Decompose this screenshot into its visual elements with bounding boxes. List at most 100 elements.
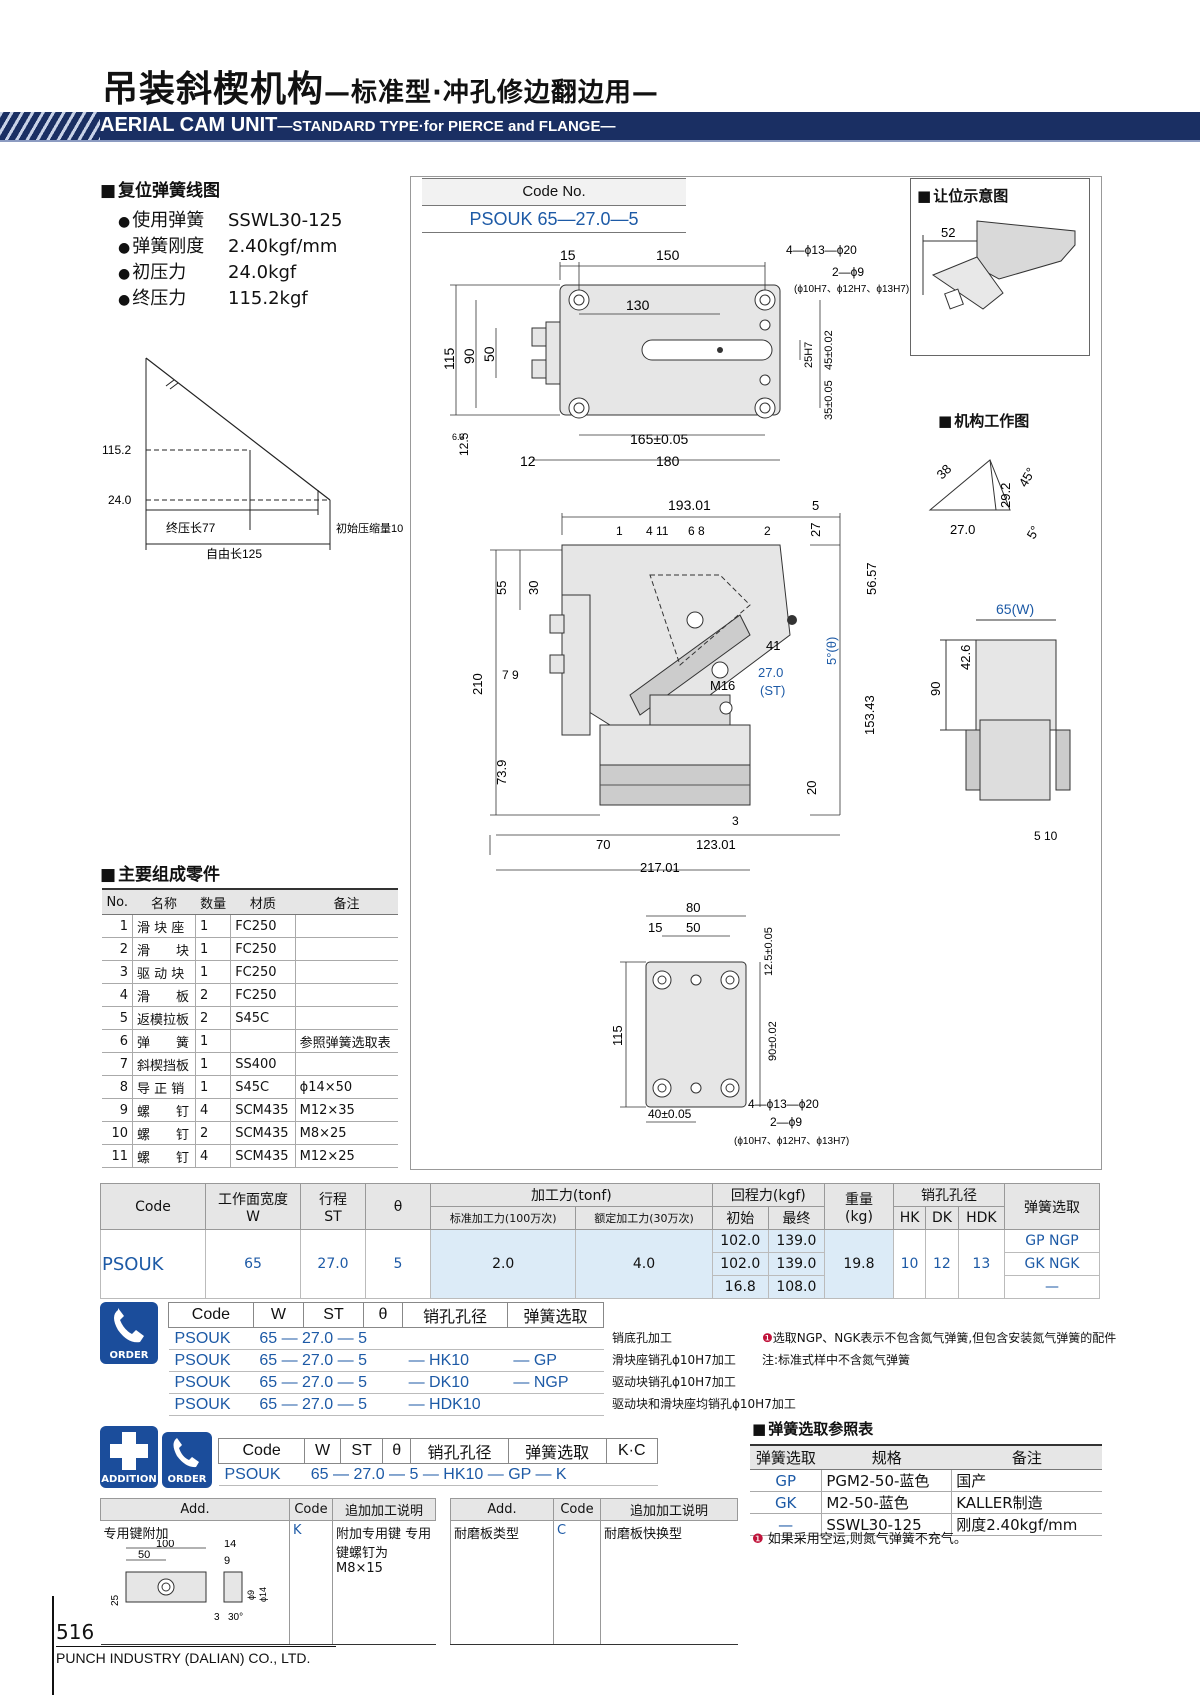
part-no-4-11: 4 11 [646,524,669,538]
parts-cell: 4 [195,1144,231,1168]
dim-12-5: 12.5 [457,432,471,456]
parts-cell: 1 [195,960,231,984]
dim-holes: 4—ϕ13—ϕ20 [786,243,857,257]
bot-dim-pins: 2—ϕ9 [770,1115,802,1129]
spec-st: 27.0 [300,1229,366,1299]
parts-cell: 2 [195,1006,231,1030]
add-proc-code-k: K [289,1520,333,1645]
spring-col-spec: 规格 [821,1444,952,1470]
drawing-frame [410,176,1102,1170]
warning-icon: ❶ [752,1532,764,1547]
y-label-115: 115.2 [102,443,131,457]
add-proc-col-code: Code [289,1498,333,1521]
parts-cell: 滑 块 [131,937,196,961]
spring-cell: KALLER制造 [951,1491,1102,1514]
addition-table: Code W ST θ 销孔孔径 弹簧选取 K·C PSOUK 65 — 27.… [217,1438,658,1486]
order-note-4: 驱动块和滑块座均销孔ϕ10H7加工 [612,1397,796,1411]
key-dim-3: 3 [214,1612,220,1623]
spec-h-r1: 初始 [711,1206,769,1230]
add-col-theta: θ [382,1438,412,1464]
parts-cell: 返模拉板 [131,1006,196,1030]
key-dim-100: 100 [156,1540,174,1550]
dim-115: 115 [441,347,457,370]
parts-cell: M8×25 [294,1121,398,1145]
parts-cell: FC250 [230,983,296,1007]
parts-cell: SCM435 [230,1121,296,1145]
add-col-spring: 弹簧选取 [507,1438,607,1464]
dim-5: 5 [812,498,819,513]
mechanism-drawing: 38 29.2 45° 27.0 5° 65(W) 42.6 90 5 10 [928,459,1071,843]
key-dim-25: 25 [110,1594,121,1606]
dim-41: 41 [766,638,780,653]
spec-h-code: Code [100,1183,206,1230]
order-cell [507,1327,604,1350]
spring-cell: GK [750,1491,822,1514]
order-col-spring: 弹簧选取 [506,1302,605,1328]
spec-ret-0-final: 139.0 [767,1229,825,1253]
parts-cell: 2 [195,983,231,1007]
title-band [0,112,1200,140]
mech-dim-38: 38 [934,461,955,482]
order-note-standard: 注:标准式样中不含氮气弹簧 [762,1353,911,1367]
parts-cell: S45C [230,1075,296,1099]
spec-ret-1-final: 139.0 [767,1252,825,1276]
order-col-w: W [252,1302,305,1328]
mech-dim-27: 27.0 [950,522,975,537]
order-col-theta: θ [362,1302,404,1328]
order-note-2: 滑块座销孔ϕ10H7加工 [612,1353,736,1367]
dim-50: 50 [481,346,497,362]
bottom-view-drawing: 80 15 50 12.5±0.05 115 90±0.02 40±0.05 4… [610,900,849,1147]
parts-cell: SCM435 [230,1098,296,1122]
spring-cell: — [750,1513,822,1536]
dim-27: 27 [808,523,823,537]
parts-cell [294,960,398,984]
spec-weight: 19.8 [823,1229,894,1299]
parts-cell: FC250 [230,937,296,961]
plus-icon [110,1432,148,1470]
initial-compression-label: 初始压缩量10 [336,521,403,535]
parts-cell: 滑 块 座 [131,914,196,938]
parts-cell [294,983,398,1007]
spec-theta: 5 [365,1229,431,1299]
spring-cell: 刚度2.40kgf/mm [951,1513,1102,1536]
spec-h-f1: 标准加工力(100万次) [429,1206,577,1230]
dim-m16: M16 [710,678,735,693]
dim-stroke: 27.0 [758,665,783,680]
spring-graph: 115.2 24.0 终压长77 初始压缩量10 自由长125 [102,357,403,560]
spring-col-remark: 备注 [951,1444,1102,1470]
page-number: 516 [56,1620,95,1644]
band-hatch [0,112,100,140]
spec-h-hk: HK [892,1206,927,1230]
parts-cell: 10 [102,1121,133,1145]
add-col-code: Code [217,1438,306,1464]
dim-20: 20 [804,781,819,795]
order-cell: PSOUK [168,1327,254,1350]
order-col-st: ST [303,1302,364,1328]
parts-cell: 1 [195,1029,231,1053]
spec-ret-2-final: 108.0 [767,1275,825,1299]
dim-123: 123.01 [696,837,736,852]
key-dim-phi9: ϕ9 [246,1590,256,1600]
parts-cell: 1 [195,914,231,938]
add-proc-col-desc2: 追加加工说明 [600,1498,738,1521]
order-cell: — HDK10 [402,1393,508,1416]
parts-cell: 1 [195,937,231,961]
side-view-drawing: 193.01 5 27 56.57 30 55 210 73.9 41 M16 … [470,497,879,875]
bot-dim-90: 90±0.02 [767,1021,779,1061]
parts-cell: S45C [230,1006,296,1030]
parts-cell: 1 [195,1052,231,1076]
